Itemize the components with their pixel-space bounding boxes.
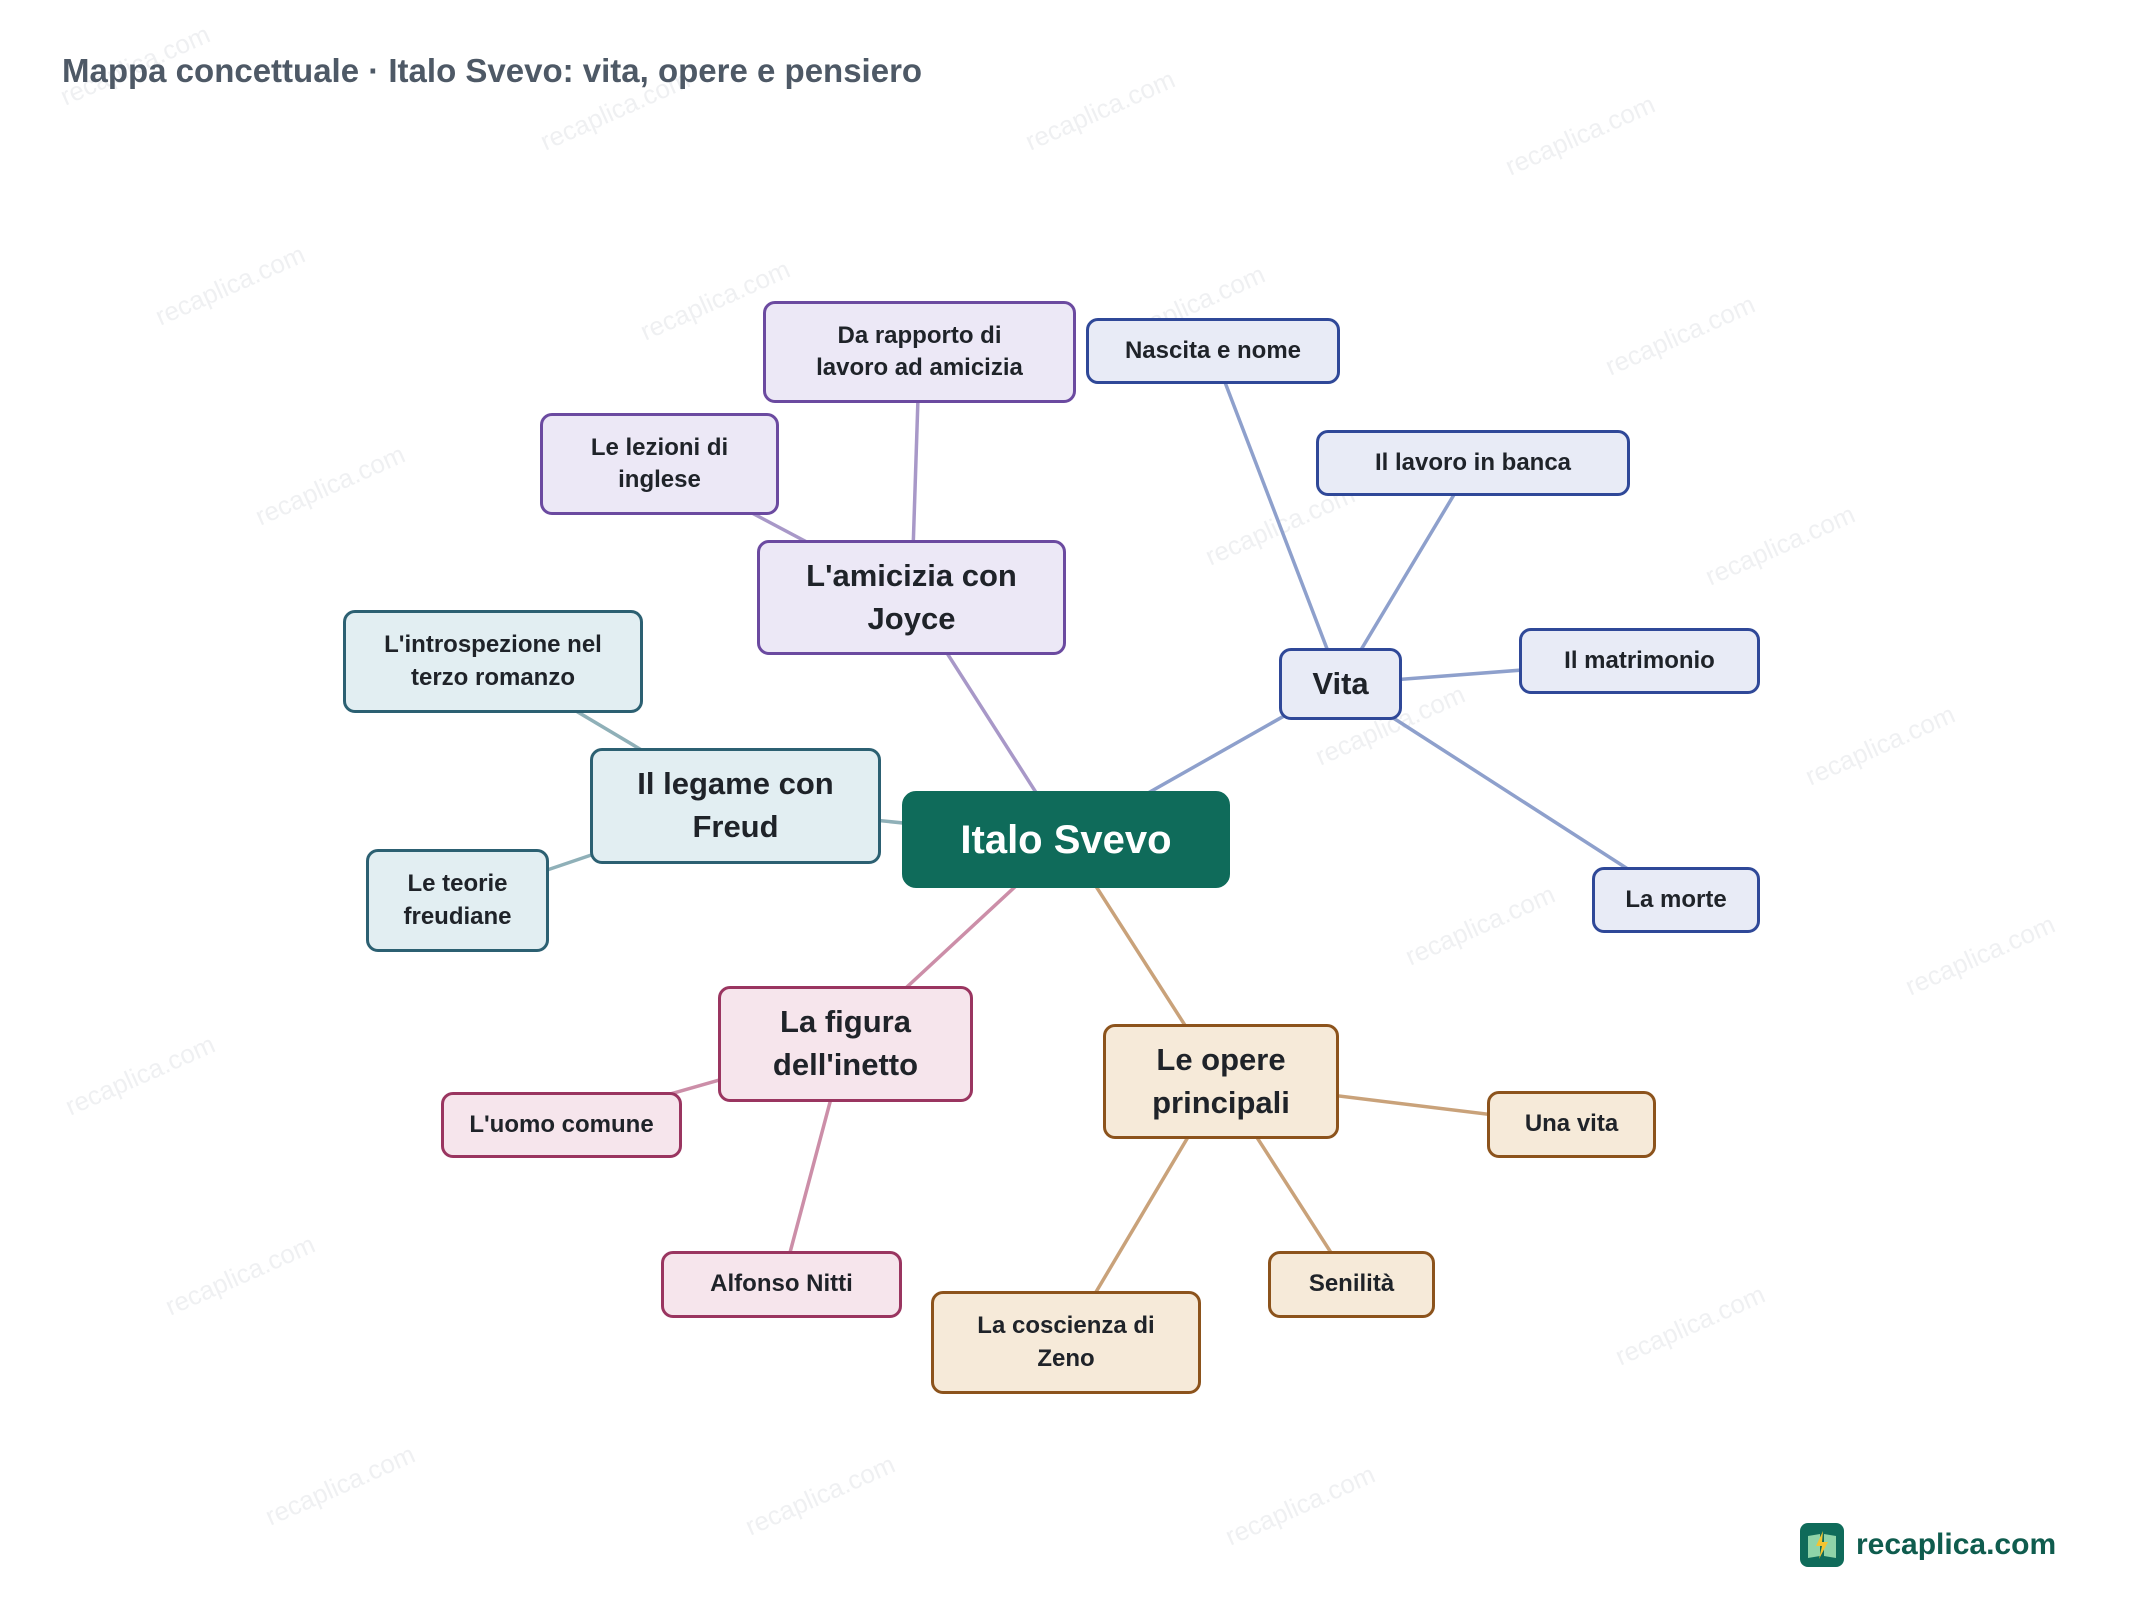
node-matrimonio[interactable]: Il matrimonio [1519,628,1760,694]
node-label: Il matrimonio [1564,646,1715,674]
node-label: Le lezioni di inglese [590,433,729,493]
node-coscienza-zeno[interactable]: La coscienza di Zeno [931,1291,1201,1394]
book-lightning-icon [1800,1523,1844,1567]
node-label: Il legame con Freud [637,766,834,844]
node-label: La morte [1625,885,1727,913]
node-label: Italo Svevo [960,817,1172,862]
node-introspezione[interactable]: L'introspezione nel terzo romanzo [343,610,643,713]
node-label: L'amicizia con Joyce [806,557,1017,636]
node-rapporto-amicizia[interactable]: Da rapporto di lavoro ad amicizia [763,301,1076,403]
node-label: Nascita e nome [1124,336,1302,364]
node-label: Il lavoro in banca [1374,448,1572,476]
node-vita[interactable]: Vita [1279,648,1402,720]
node-lavoro-banca[interactable]: Il lavoro in banca [1316,430,1630,496]
page-title: Mappa concettuale · Italo Svevo: vita, o… [62,52,923,89]
node-una-vita[interactable]: Una vita [1487,1091,1656,1158]
node-label: L'introspezione nel terzo romanzo [384,631,602,691]
node-alfonso-nitti[interactable]: Alfonso Nitti [661,1251,902,1318]
node-label: Una vita [1524,1110,1619,1138]
brand-name: recaplica.com [1856,1528,2057,1561]
node-teorie-freudiane[interactable]: Le teorie freudiane [366,849,549,952]
node-figura-inetto[interactable]: La figura dell'inetto [718,986,973,1102]
node-label: Vita [1312,665,1369,701]
node-label: Le opere principali [1152,1041,1290,1120]
connector-vita-banca [1338,462,1475,685]
node-label: L'uomo comune [469,1110,654,1138]
node-root[interactable]: Italo Svevo [902,791,1230,888]
node-amicizia-joyce[interactable]: L'amicizia con Joyce [757,540,1066,655]
node-morte[interactable]: La morte [1592,867,1760,933]
node-label: Le teorie freudiane [403,870,512,930]
node-legame-freud[interactable]: Il legame con Freud [590,748,881,864]
node-label: Da rapporto di lavoro ad amicizia [816,321,1023,381]
connector-vita-nascita [1211,350,1343,685]
node-senilita[interactable]: Senilità [1268,1251,1435,1318]
node-lezioni-inglese[interactable]: Le lezioni di inglese [540,413,779,515]
node-opere-principali[interactable]: Le opere principali [1103,1024,1339,1139]
connector-vita-morte [1339,682,1677,902]
node-label: Alfonso Nitti [710,1270,853,1298]
node-label: La coscienza di Zeno [977,1312,1155,1372]
brand-logo-link[interactable]: recaplica.com [1800,1522,2056,1568]
node-label: Senilità [1308,1270,1395,1298]
node-nascita-nome[interactable]: Nascita e nome [1086,318,1340,384]
node-label: La figura dell'inetto [772,1004,919,1082]
node-uomo-comune[interactable]: L'uomo comune [441,1092,682,1158]
